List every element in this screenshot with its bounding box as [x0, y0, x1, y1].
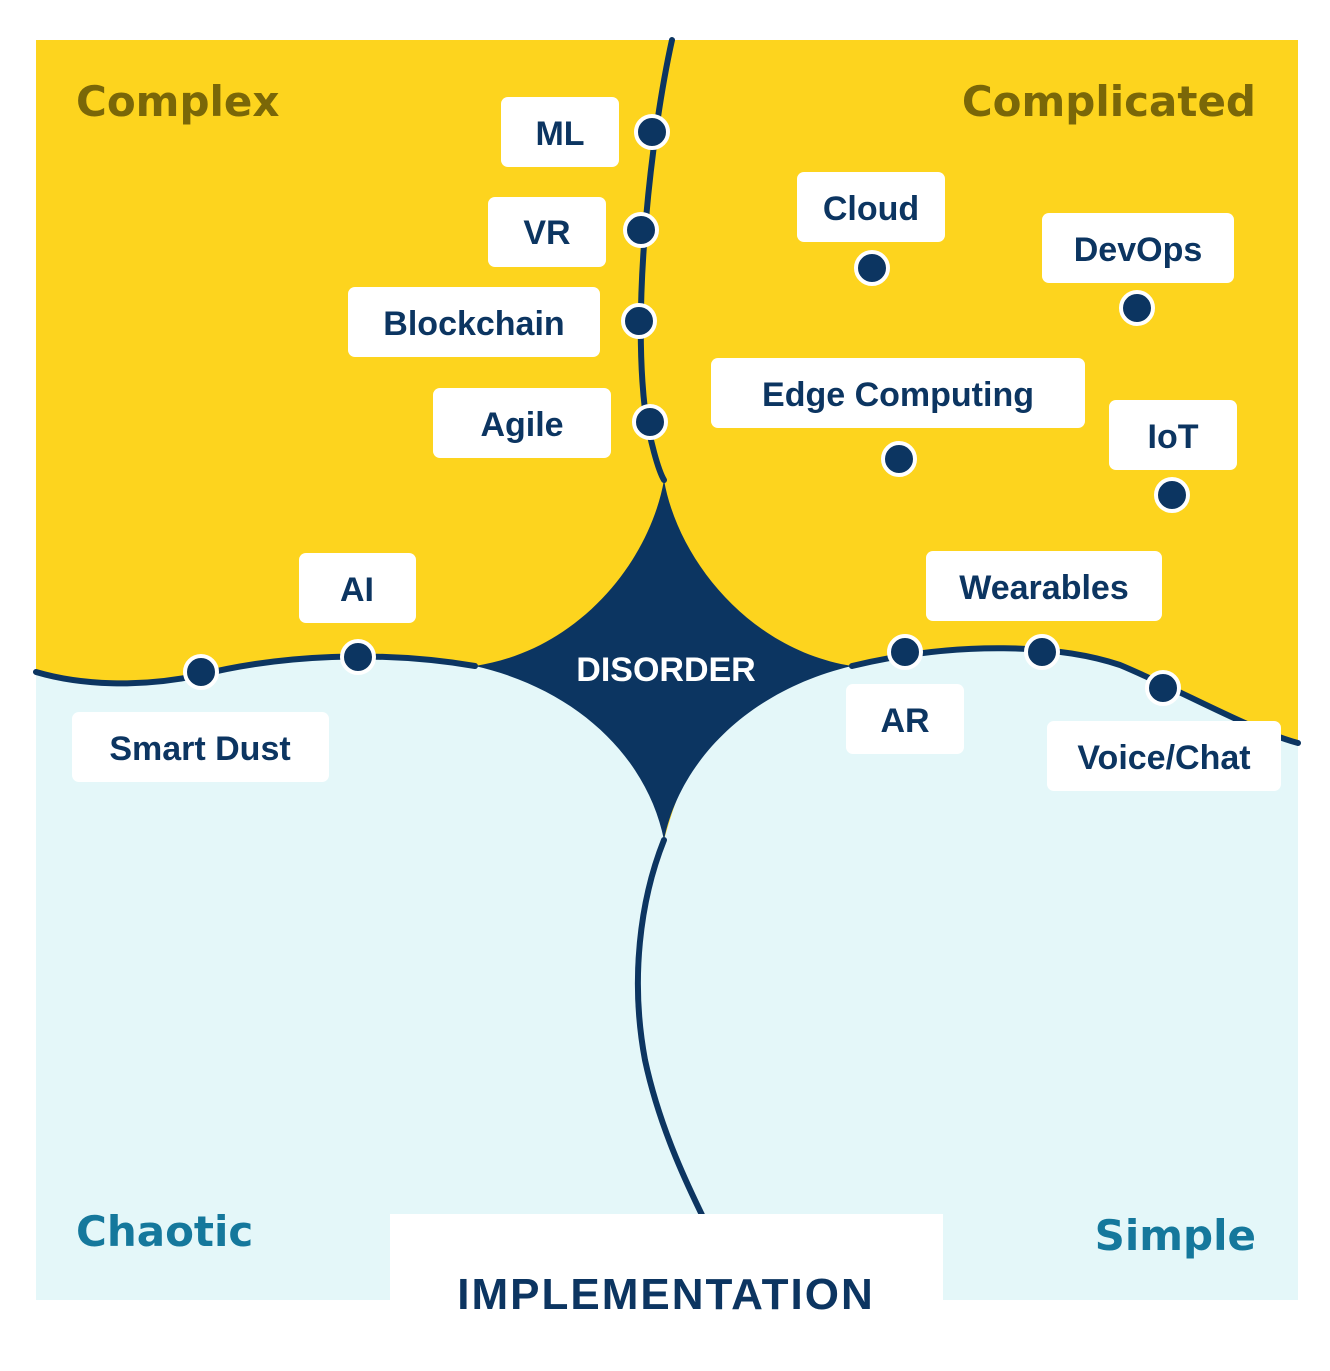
item-dot — [634, 114, 670, 150]
tag-agile: Agile — [433, 388, 668, 458]
tag-box — [1047, 721, 1281, 791]
item-dot — [632, 404, 668, 440]
tag-label: AR — [880, 702, 929, 740]
quadrant-label-chaotic: Chaotic — [76, 1207, 253, 1256]
tag-ml: ML — [501, 97, 670, 167]
item-dot — [623, 212, 659, 248]
item-dot — [1145, 670, 1181, 706]
item-dot — [1154, 477, 1190, 513]
tag-label: Edge Computing — [762, 376, 1034, 414]
tag-box — [299, 553, 416, 623]
tag-label: VR — [523, 214, 570, 252]
item-dot — [183, 654, 219, 690]
item-dot — [887, 634, 923, 670]
item-dot — [881, 441, 917, 477]
tag-voice-chat: Voice/Chat — [1047, 670, 1281, 791]
tag-box — [488, 197, 606, 267]
tag-label: Cloud — [823, 190, 919, 228]
item-dot — [1119, 290, 1155, 326]
tag-box — [1109, 400, 1237, 470]
tag-wearables: Wearables — [926, 551, 1162, 670]
tag-ai: AI — [299, 553, 416, 675]
tag-label: IoT — [1148, 418, 1199, 456]
tag-box — [433, 388, 611, 458]
tag-box — [846, 684, 964, 754]
tag-label: Blockchain — [383, 305, 564, 343]
top-panel — [36, 40, 1298, 840]
item-dot — [340, 639, 376, 675]
tag-ar: AR — [846, 634, 964, 754]
tag-label: ML — [535, 115, 584, 153]
tag-vr: VR — [488, 197, 659, 267]
disorder-label: DISORDER — [576, 651, 755, 689]
item-dot — [854, 250, 890, 286]
tag-box — [926, 551, 1162, 621]
tag-box — [348, 287, 600, 357]
quadrant-label-complicated: Complicated — [962, 77, 1256, 126]
tag-box — [72, 712, 329, 782]
quadrant-label-simple: Simple — [1095, 1211, 1256, 1260]
tag-box — [797, 172, 945, 242]
vertical-divider-bottom — [634, 837, 705, 1218]
implementation-label: IMPLEMENTATION — [457, 1270, 874, 1319]
tag-box — [711, 358, 1085, 428]
tag-label: Wearables — [959, 569, 1128, 607]
tag-devops: DevOps — [1042, 213, 1234, 326]
tag-box — [501, 97, 619, 167]
implementation-box — [390, 1214, 943, 1324]
quadrant-label-complex: Complex — [76, 77, 279, 126]
tag-label: Agile — [480, 406, 563, 444]
tag-cloud: Cloud — [797, 172, 945, 286]
tag-label: DevOps — [1074, 231, 1203, 269]
tag-label: Voice/Chat — [1077, 739, 1250, 777]
tag-label: AI — [340, 571, 374, 609]
tag-label: Smart Dust — [109, 730, 290, 768]
tag-smart-dust: Smart Dust — [72, 654, 329, 782]
tag-box — [1042, 213, 1234, 283]
item-dot — [1024, 634, 1060, 670]
tag-iot: IoT — [1109, 400, 1237, 513]
disorder-shape — [475, 480, 852, 840]
item-dot — [621, 303, 657, 339]
tag-edge-computing: Edge Computing — [711, 358, 1085, 477]
tag-blockchain: Blockchain — [348, 287, 657, 357]
